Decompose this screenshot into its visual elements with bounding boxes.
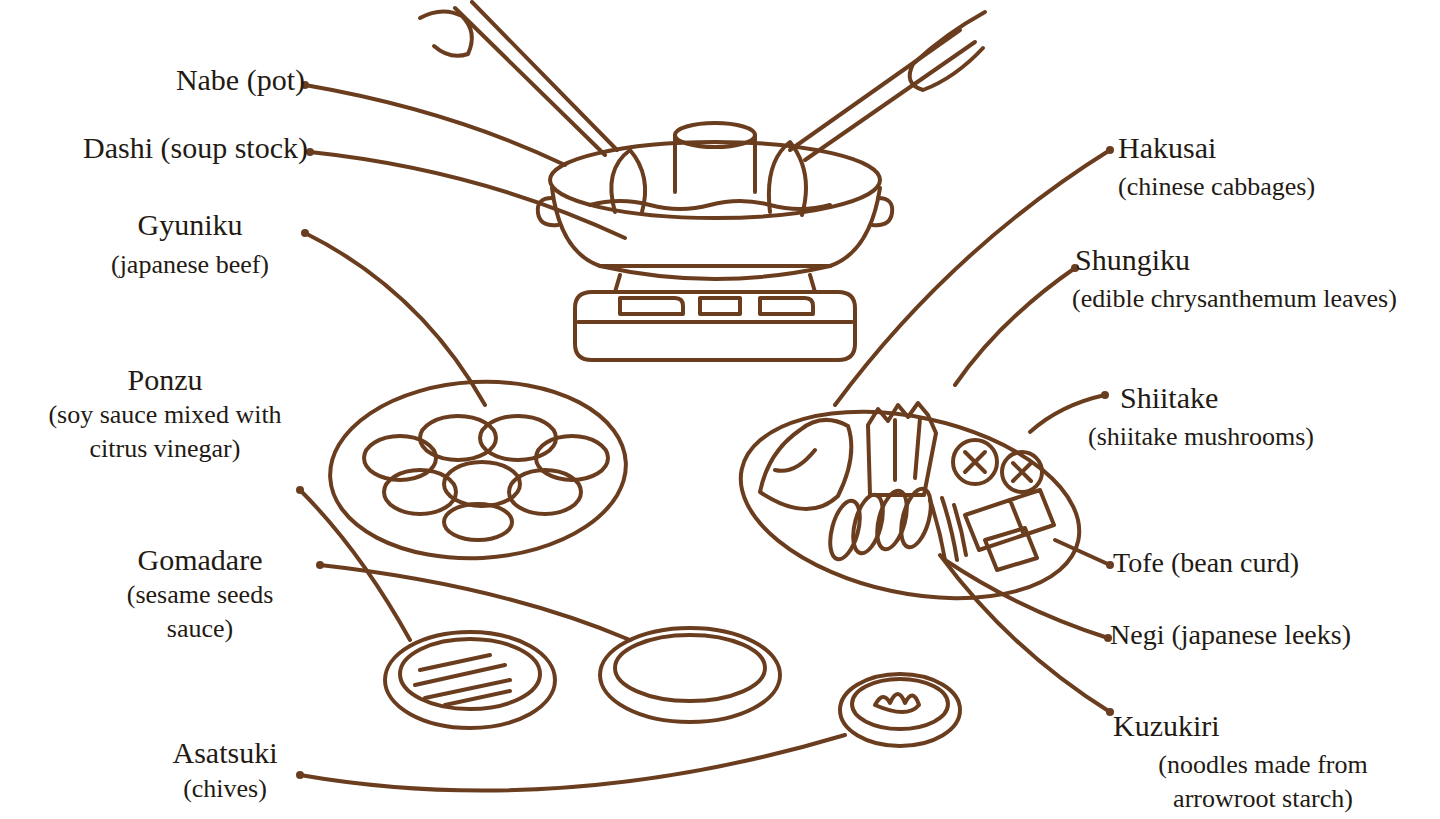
callout-label: Gyuniku [90,205,290,244]
callout-label: Kuzukiri [1113,706,1413,745]
callout-label: (edible chrysanthemum leaves) [1072,282,1412,316]
vegetable-plate [723,383,1096,627]
beef-slice [480,416,556,460]
leader-dot [296,486,304,494]
leader-dot [1106,708,1114,716]
callout-label: Tofe (bean curd) [1113,545,1433,581]
shiitake [953,440,997,484]
leader-line [305,233,485,405]
callout-label: (sesame seeds sauce) [95,578,305,646]
callout-label: Nabe (pot) [100,60,305,99]
leader-line [940,555,1110,712]
beef-slice [509,470,581,514]
beef-slice [420,416,496,460]
callout-label: (chinese cabbages) [1118,170,1428,204]
leader-line [320,565,630,640]
chopstick [805,42,975,160]
shungiku [868,403,936,495]
leader-line [300,490,410,640]
leader-line [300,735,845,791]
leader-line [1055,540,1110,565]
stove-line [578,320,852,324]
ponzu-bowl [385,632,555,728]
callout-label: Shungiku [1075,240,1425,279]
ponzu-sauce [415,655,510,705]
tofu [985,528,1037,570]
callout-label: Dashi (soup stock) [0,128,308,167]
leader-line [305,85,565,165]
ponzu-bowl-rim [400,639,540,709]
leader-dot [296,771,304,779]
chopstick [455,8,605,155]
chives-bowl [840,674,960,746]
soup-surface [590,201,830,209]
beef-slice [536,436,608,480]
pot-rim [550,142,880,218]
callout-label: Shiitake [1120,378,1420,417]
cabbage [760,420,851,509]
leader-dot [316,561,324,569]
stove-burner [620,298,813,314]
pot-handle [872,198,892,225]
shiitake-cross [1013,463,1031,481]
leek [872,488,913,553]
leader-dot [301,229,309,237]
leader-line [310,152,625,238]
chopstick [472,2,617,150]
callout-label: (chives) [125,772,325,806]
callout-label: Negi (japanese leeks) [1110,617,1440,653]
leader-line [945,560,1108,638]
kuzukiri [930,498,966,560]
shiitake [1002,452,1042,492]
callout-label: Gomadare [100,540,300,579]
callout-label: Hakusai [1118,128,1428,167]
callout-label: (noodles made from arrowroot starch) [1108,748,1418,816]
chives-bowl-rim [852,679,948,729]
callout-label: (shiitake mushrooms) [1088,420,1433,454]
leader-dot [1106,561,1114,569]
leader-line [955,268,1075,385]
beef-plate [326,374,631,565]
leader-dot [1101,391,1109,399]
beef-slice [444,504,512,540]
callout-label: (soy sauce mixed with citrus vinegar) [46,398,284,466]
tofu [965,490,1054,550]
gomadare-bowl-rim [615,635,765,701]
callout-label: Ponzu [65,360,265,399]
stove-base [575,292,855,360]
stove-support [615,275,815,292]
chopstick [790,30,960,150]
leader-line [835,150,1110,405]
gomadare-bowl [600,628,780,722]
chives [875,694,919,712]
beef-slice [444,462,520,506]
leek [896,486,937,551]
callout-label: (japanese beef) [70,248,310,282]
shiitake-cross [965,452,985,472]
pot-bottom [600,266,830,279]
callout-label: Asatsuki [125,733,325,772]
leader-dot [1106,146,1114,154]
